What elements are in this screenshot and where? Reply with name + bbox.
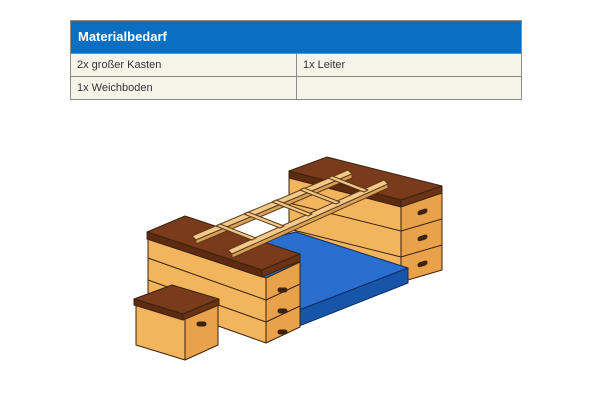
material-table: Materialbedarf 2x großer Kasten 1x Leite… [70, 20, 522, 100]
table-title: Materialbedarf [71, 21, 521, 53]
table-cell: 1x Weichboden [77, 82, 153, 94]
ladder [191, 169, 389, 259]
table-cell: 2x großer Kasten [77, 59, 162, 71]
front-vaulting-box [146, 215, 301, 344]
table-row: 2x großer Kasten 1x Leiter [71, 53, 521, 76]
table-cell [296, 77, 521, 99]
table-row: 1x Weichboden [71, 76, 521, 99]
small-box [133, 284, 220, 361]
table-cell: 1x Leiter [296, 54, 521, 76]
